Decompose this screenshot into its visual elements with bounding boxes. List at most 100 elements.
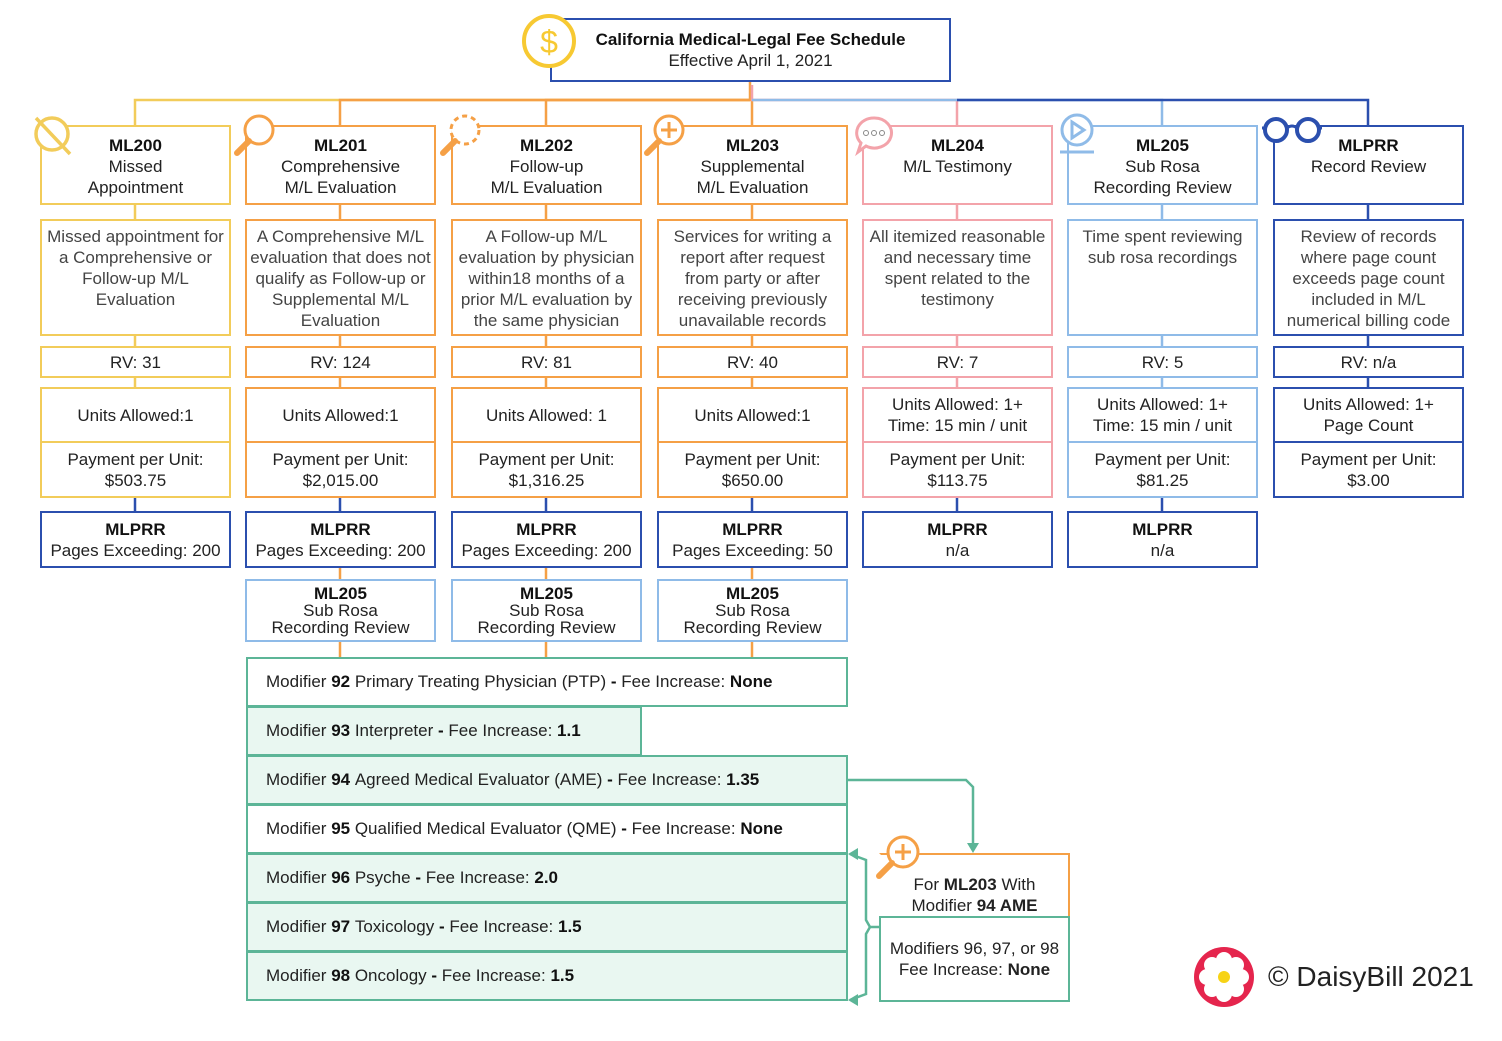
- payment-box: Payment per Unit:$650.00: [657, 441, 848, 498]
- payment-label: Payment per Unit:: [478, 449, 615, 469]
- rv-value: RV: 40: [726, 352, 779, 372]
- payment-value: $1,316.25: [508, 470, 585, 490]
- refresh-magnifier-icon: [438, 112, 484, 163]
- mlprr-value: n/a: [1150, 540, 1175, 560]
- modifier-row-97: Modifier 97 Toxicology - Fee Increase: 1…: [246, 902, 848, 952]
- modifier-prefix: Modifier: [266, 819, 332, 838]
- rv-box: RV: 5: [1067, 346, 1258, 378]
- modifier-fee: 1.5: [558, 917, 582, 936]
- special-case-header: For ML203 With Modifier 94 AME: [879, 853, 1070, 918]
- mlprr-title: MLPRR: [927, 519, 988, 539]
- description-text: A Comprehensive M/L evaluation that does…: [250, 227, 431, 330]
- bus-line-mlprr: [957, 98, 1370, 125]
- zoom-plus-icon: [876, 835, 920, 879]
- payment-value: $81.25: [1136, 470, 1189, 490]
- modifier-name: Oncology: [350, 966, 432, 985]
- code-title: ML201: [314, 136, 367, 155]
- ml205-title: ML205: [726, 584, 779, 603]
- description-text: Time spent reviewing sub rosa recordings: [1082, 227, 1243, 267]
- modifier-prefix: Modifier: [266, 917, 332, 936]
- modifier-separator: -: [431, 966, 438, 985]
- units-allowed-box: Units Allowed:1: [657, 387, 848, 443]
- special-case-title-line2: Modifier 94 AME: [911, 895, 1038, 915]
- code-title: MLPRR: [1338, 136, 1399, 155]
- code-name: Appointment: [87, 178, 184, 197]
- modifier-row-96: Modifier 96 Psyche - Fee Increase: 2.0: [246, 853, 848, 903]
- modifier-name: Agreed Medical Evaluator (AME): [350, 770, 608, 789]
- modifier-prefix: Modifier: [266, 868, 332, 887]
- code-name: Record Review: [1310, 157, 1427, 176]
- code-name: M/L Evaluation: [284, 178, 397, 197]
- modifier-fee: None: [729, 672, 773, 691]
- units-allowed-text: Units Allowed:1: [282, 405, 399, 425]
- mlprr-title: MLPRR: [722, 519, 783, 539]
- mlprr-value: Pages Exceeding: 50: [672, 540, 833, 560]
- description-box: A Follow-up M/L evaluation by physician …: [451, 219, 642, 336]
- modifier-prefix: Modifier: [266, 770, 332, 789]
- modifier-name: Toxicology: [350, 917, 439, 936]
- modifier-separator: -: [610, 672, 617, 691]
- mlprr-title: MLPRR: [105, 519, 166, 539]
- description-text: Services for writing a report after requ…: [673, 227, 832, 330]
- modifier-row-95: Modifier 95 Qualified Medical Evaluator …: [246, 804, 848, 854]
- mlprr-value: Pages Exceeding: 200: [50, 540, 221, 560]
- mlprr-value: Pages Exceeding: 200: [461, 540, 632, 560]
- code-name: Missed: [108, 157, 163, 176]
- modifier-number: 92: [331, 672, 351, 691]
- code-name: M/L Evaluation: [696, 178, 809, 197]
- arrow-head: [848, 994, 858, 1006]
- special-case-modifiers: Modifiers 96, 97, or 98: [889, 939, 1060, 958]
- code-name: Comprehensive: [280, 157, 401, 176]
- payment-box: Payment per Unit:$3.00: [1273, 441, 1464, 498]
- rv-value: RV: n/a: [1340, 352, 1397, 372]
- special-case-fee: Fee Increase: None: [898, 960, 1051, 979]
- modifier-name: Primary Treating Physician (PTP): [350, 672, 611, 691]
- arrow-head: [967, 843, 979, 853]
- description-text: Review of records where page count excee…: [1286, 227, 1451, 330]
- payment-label: Payment per Unit:: [889, 449, 1026, 469]
- description-text: A Follow-up M/L evaluation by physician …: [458, 227, 635, 330]
- rv-box: RV: 40: [657, 346, 848, 378]
- code-name: Recording Review: [1093, 178, 1232, 197]
- modifier-number: 95: [331, 819, 351, 838]
- modifier-fee-label: Fee Increase:: [616, 672, 730, 691]
- payment-label: Payment per Unit:: [684, 449, 821, 469]
- units-allowed-text: Time: 15 min / unit: [1092, 416, 1233, 435]
- payment-value: $3.00: [1347, 470, 1390, 490]
- rv-value: RV: 31: [109, 352, 162, 372]
- modifier-number: 98: [331, 966, 351, 985]
- rv-value: RV: 81: [520, 352, 573, 372]
- units-allowed-text: Units Allowed: 1+: [892, 395, 1023, 414]
- dollar-coin-icon: $: [522, 14, 576, 68]
- no-entry-icon: [30, 112, 76, 163]
- modifier-separator: -: [415, 868, 421, 887]
- ml205-line2: Recording Review: [271, 618, 410, 637]
- payment-label: Payment per Unit:: [1094, 449, 1231, 469]
- payment-label: Payment per Unit:: [272, 449, 409, 469]
- code-name: Sub Rosa: [1125, 157, 1200, 176]
- description-box: A Comprehensive M/L evaluation that does…: [245, 219, 436, 336]
- units-allowed-text: Time: 15 min / unit: [887, 416, 1028, 435]
- modifier-number: 94: [331, 770, 351, 789]
- mlprr-title: MLPRR: [1132, 519, 1193, 539]
- modifier-fee: 2.0: [534, 868, 559, 887]
- code-title: ML203: [726, 136, 779, 155]
- units-allowed-box: Units Allowed: 1+Time: 15 min / unit: [1067, 387, 1258, 443]
- code-name: M/L Testimony: [903, 157, 1012, 176]
- code-name: Supplemental: [700, 157, 805, 176]
- rv-box: RV: 31: [40, 346, 231, 378]
- rv-box: RV: 81: [451, 346, 642, 378]
- ml205-line1: Sub Rosa: [715, 601, 790, 620]
- units-allowed-box: Units Allowed: 1: [451, 387, 642, 443]
- glasses-icon: [1262, 114, 1326, 165]
- diagram-subtitle: Effective April 1, 2021: [668, 51, 833, 70]
- units-allowed-box: Units Allowed: 1+ Time: 15 min / unit: [862, 387, 1053, 443]
- description-box: Services for writing a report after requ…: [657, 219, 848, 336]
